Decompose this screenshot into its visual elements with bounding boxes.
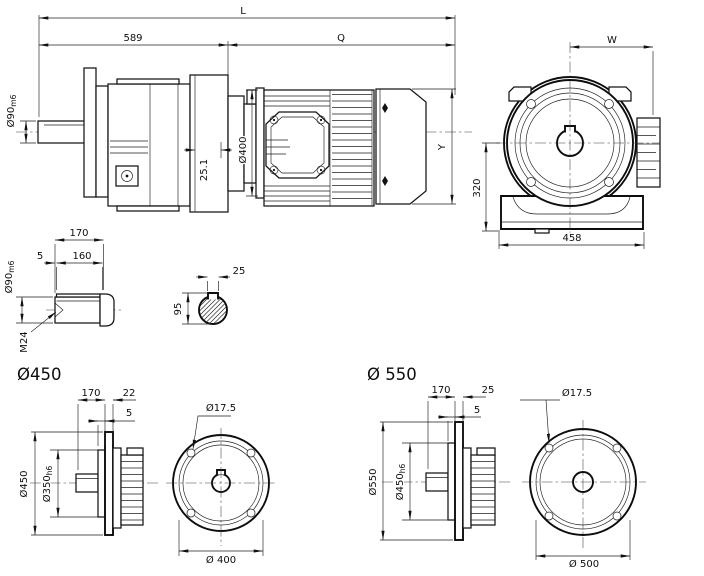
output-shaft-detail: 170 160 5 Ø90m6 M24 [2, 227, 124, 354]
flange-450-hole-leader [192, 415, 231, 450]
flange-option-550: Ø 550 170 25 5 Ø550 Ø4 [366, 365, 646, 571]
flange-550-spigot-value: Ø450 [394, 473, 406, 500]
dim-label-550-hole-dia: Ø17.5 [562, 387, 592, 399]
flange-550-hole-leader [545, 399, 550, 444]
flange-450-front-dimensions: Ø17.5 Ø 400 [178, 401, 264, 567]
dim-label-motor-length: Q [337, 33, 345, 44]
shaft-detail-dia-value: Ø90 [3, 273, 15, 294]
flange-450-ribbed-hub [120, 454, 144, 526]
dim-label-450-hole-dia: Ø17.5 [206, 402, 236, 414]
motor-fins-left [264, 95, 330, 202]
dim-label-550-length: 170 [431, 385, 450, 396]
side-ribbed-block [636, 117, 661, 188]
dim-label-550-spigot-dia: Ø450h6 [394, 464, 407, 501]
dim-label-center-height: 320 [472, 178, 483, 197]
flange-450-bolt-holes [186, 448, 256, 518]
dim-label-450-length: 170 [81, 388, 100, 399]
flange-550-side-view: 170 25 5 Ø550 Ø450h6 [366, 384, 512, 541]
flange-550-ribbed-hub [470, 454, 496, 526]
gearmotor-front-view: W 320 458 [471, 34, 661, 249]
flange-bolt-holes [526, 99, 614, 187]
dim-label-shaft-length: 170 [69, 228, 88, 239]
flange-450-title: Ø450 [17, 365, 61, 384]
dim-label-thread: M24 [19, 331, 30, 352]
dim-label-key-length: 160 [72, 251, 91, 262]
thread-leader [30, 311, 57, 333]
dim-label-section-height: 95 [173, 303, 184, 316]
dim-label-key-offset: 5 [37, 251, 43, 262]
front-centerlines [496, 42, 660, 240]
shaft-detail-dimensions: 170 160 5 Ø90m6 M24 [2, 227, 104, 354]
center-drill-mark [54, 302, 64, 318]
shaft-end-cap [99, 293, 115, 327]
fan-cover [375, 88, 427, 205]
flange-550-hub [425, 472, 449, 492]
dim-label-450-spigot-dia: Ø350h6 [41, 466, 54, 503]
flange-550-spigot-tolerance: h6 [398, 464, 407, 474]
flange-450-spigot-tolerance: h6 [45, 466, 54, 476]
section-hatching [199, 296, 227, 324]
shaft-cross-section: 25 95 [172, 265, 247, 325]
shaft-dia-tolerance: m6 [9, 94, 18, 106]
dim-label-450-thickness: 22 [123, 388, 136, 399]
dim-label-450-outer-dia: Ø450 [18, 471, 30, 498]
dim-label-width: W [607, 35, 617, 46]
dim-label-shaft-diameter: Ø90m6 [5, 94, 18, 127]
motor-fins-right [329, 90, 373, 206]
flange-550-side-dimensions: 170 25 5 Ø550 Ø450h6 [366, 384, 496, 541]
dim-label-550-spigot-offset: 5 [474, 405, 480, 416]
flange-550-spigot [447, 442, 456, 521]
flange-450-spigot-value: Ø350 [41, 475, 53, 502]
flange-450-side-view: 170 22 5 Ø450 Ø350h6 [17, 387, 160, 536]
dim-label-base-width: 458 [562, 233, 581, 244]
gear-housing [107, 74, 229, 213]
flange-550-front-dimensions: Ø17.5 Ø 500 [535, 386, 631, 571]
dim-label-motor-flange-dia: Ø400 [237, 137, 249, 164]
side-view-dimensions: L 589 Q Ø90m6 Ø400 25.1 Y [4, 5, 456, 205]
flange-550-front-view: Ø17.5 Ø 500 [520, 386, 646, 571]
dim-label-550-outer-dia: Ø550 [367, 469, 379, 496]
dim-label-shaft-detail-dia: Ø90m6 [3, 260, 16, 293]
shaft-detail-dia-tolerance: m6 [7, 260, 16, 272]
flange-450-plate [104, 431, 114, 536]
dim-label-550-bolt-circle: Ø 500 [569, 558, 599, 570]
flange-550-plate [454, 421, 464, 541]
flange-550-title: Ø 550 [367, 365, 417, 384]
motor-body [263, 89, 375, 207]
shaft-key [55, 293, 101, 298]
dim-label-450-bolt-circle: Ø 400 [206, 554, 236, 566]
dim-label-gearbox-length: 589 [123, 33, 142, 44]
section-keyway [207, 292, 219, 300]
flange-450-side-dimensions: 170 22 5 Ø450 Ø350h6 [17, 387, 137, 536]
shaft-dia-value: Ø90 [5, 107, 17, 128]
front-view-dimensions: W 320 458 [471, 34, 654, 249]
gearbox-flange [83, 67, 109, 198]
flange-option-450: Ø450 170 22 5 Ø450 Ø35 [17, 365, 276, 567]
dim-label-overall-length: L [240, 6, 246, 17]
flange-450-hub [75, 473, 99, 493]
dim-label-450-spigot-offset: 5 [126, 408, 132, 419]
flange-550-bolt-holes [544, 443, 622, 521]
dim-label-fan-height: Y [437, 143, 448, 151]
panel-screws [269, 115, 326, 175]
flange-450-spigot [97, 449, 106, 518]
dim-label-550-thickness: 25 [482, 385, 495, 396]
dim-label-key-width: 25 [233, 266, 246, 277]
output-shaft [37, 120, 87, 144]
gearmotor-side-view: L 589 Q Ø90m6 Ø400 25.1 Y [4, 5, 472, 213]
base-foot [534, 228, 550, 234]
flange-450-front-view: Ø17.5 Ø 400 [166, 401, 276, 567]
dim-label-face-offset: 25.1 [199, 159, 210, 181]
section-dimensions: 25 95 [172, 265, 247, 325]
